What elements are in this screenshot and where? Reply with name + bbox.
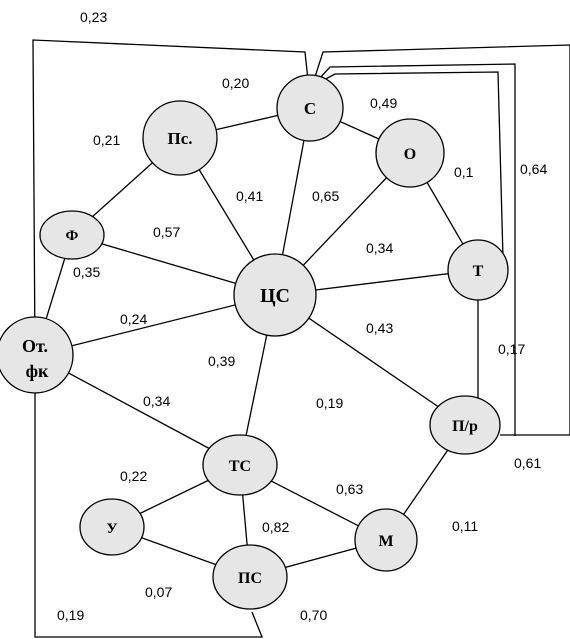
label-otfk-line1: От. (22, 336, 48, 356)
node-ps-top (142, 100, 218, 176)
label-m: М (378, 533, 393, 550)
weight-label: 0,65 (312, 188, 339, 204)
weight-label: 0,43 (366, 320, 393, 336)
weight-label: 0,61 (514, 455, 541, 471)
node-o (375, 118, 445, 188)
weight-label: 0,57 (153, 224, 180, 240)
weight-label: 0,21 (93, 132, 120, 148)
weight-label: 0,07 (145, 584, 172, 600)
weight-label: 0,34 (143, 393, 170, 409)
weight-label: 0,22 (120, 468, 147, 484)
label-f: Ф (66, 228, 79, 244)
label-o: О (404, 146, 416, 163)
node-s (276, 74, 344, 142)
label-ps-bottom: ПС (238, 570, 262, 587)
weight-label: 0,64 (520, 161, 547, 177)
node-f (39, 210, 105, 260)
weight-label: 0,49 (370, 95, 397, 111)
label-otfk-line2: фк (26, 361, 49, 381)
weight-label: 0,20 (222, 75, 249, 91)
edge-otfk-tc (34, 354, 241, 466)
node-ps-bottom (212, 544, 288, 610)
edge-otfk-s-outer (32, 39, 309, 356)
node-m (354, 508, 418, 572)
weight-label: 0,63 (336, 481, 363, 497)
node-pr (429, 395, 501, 455)
label-t: Т (473, 263, 484, 280)
weight-label: 0,82 (262, 519, 289, 535)
weight-label: 0,70 (300, 607, 327, 623)
label-ps-top: Пс. (167, 129, 192, 148)
edge-s-t-inner (319, 71, 504, 259)
weight-label: 0,19 (57, 607, 84, 623)
weight-label: 0,35 (73, 264, 100, 280)
weight-label: 0,19 (316, 395, 343, 411)
weight-label: 0,23 (80, 9, 107, 25)
weight-label: 0,11 (452, 518, 478, 534)
weight-label: 0,24 (120, 311, 147, 327)
weight-label: 0,41 (236, 188, 263, 204)
node-u (79, 498, 145, 556)
edge-s-t-outer (317, 63, 516, 436)
label-pr: П/р (452, 418, 478, 435)
weight-label: 0,34 (366, 240, 393, 256)
weight-label: 0,17 (498, 341, 525, 357)
node-t (447, 239, 509, 301)
weight-label: 0,39 (208, 353, 235, 369)
edge-s-pr-outer (313, 44, 570, 436)
label-s: С (304, 99, 316, 118)
label-ts-center: ЦС (260, 285, 290, 307)
node-otfk (0, 316, 74, 394)
label-u: У (106, 521, 117, 537)
weight-label: 0,1 (454, 164, 474, 180)
node-ts-center (233, 253, 317, 337)
node-tc (202, 434, 278, 496)
edge-otfk-psb-outer (34, 390, 263, 638)
label-tc: ТС (229, 458, 251, 475)
